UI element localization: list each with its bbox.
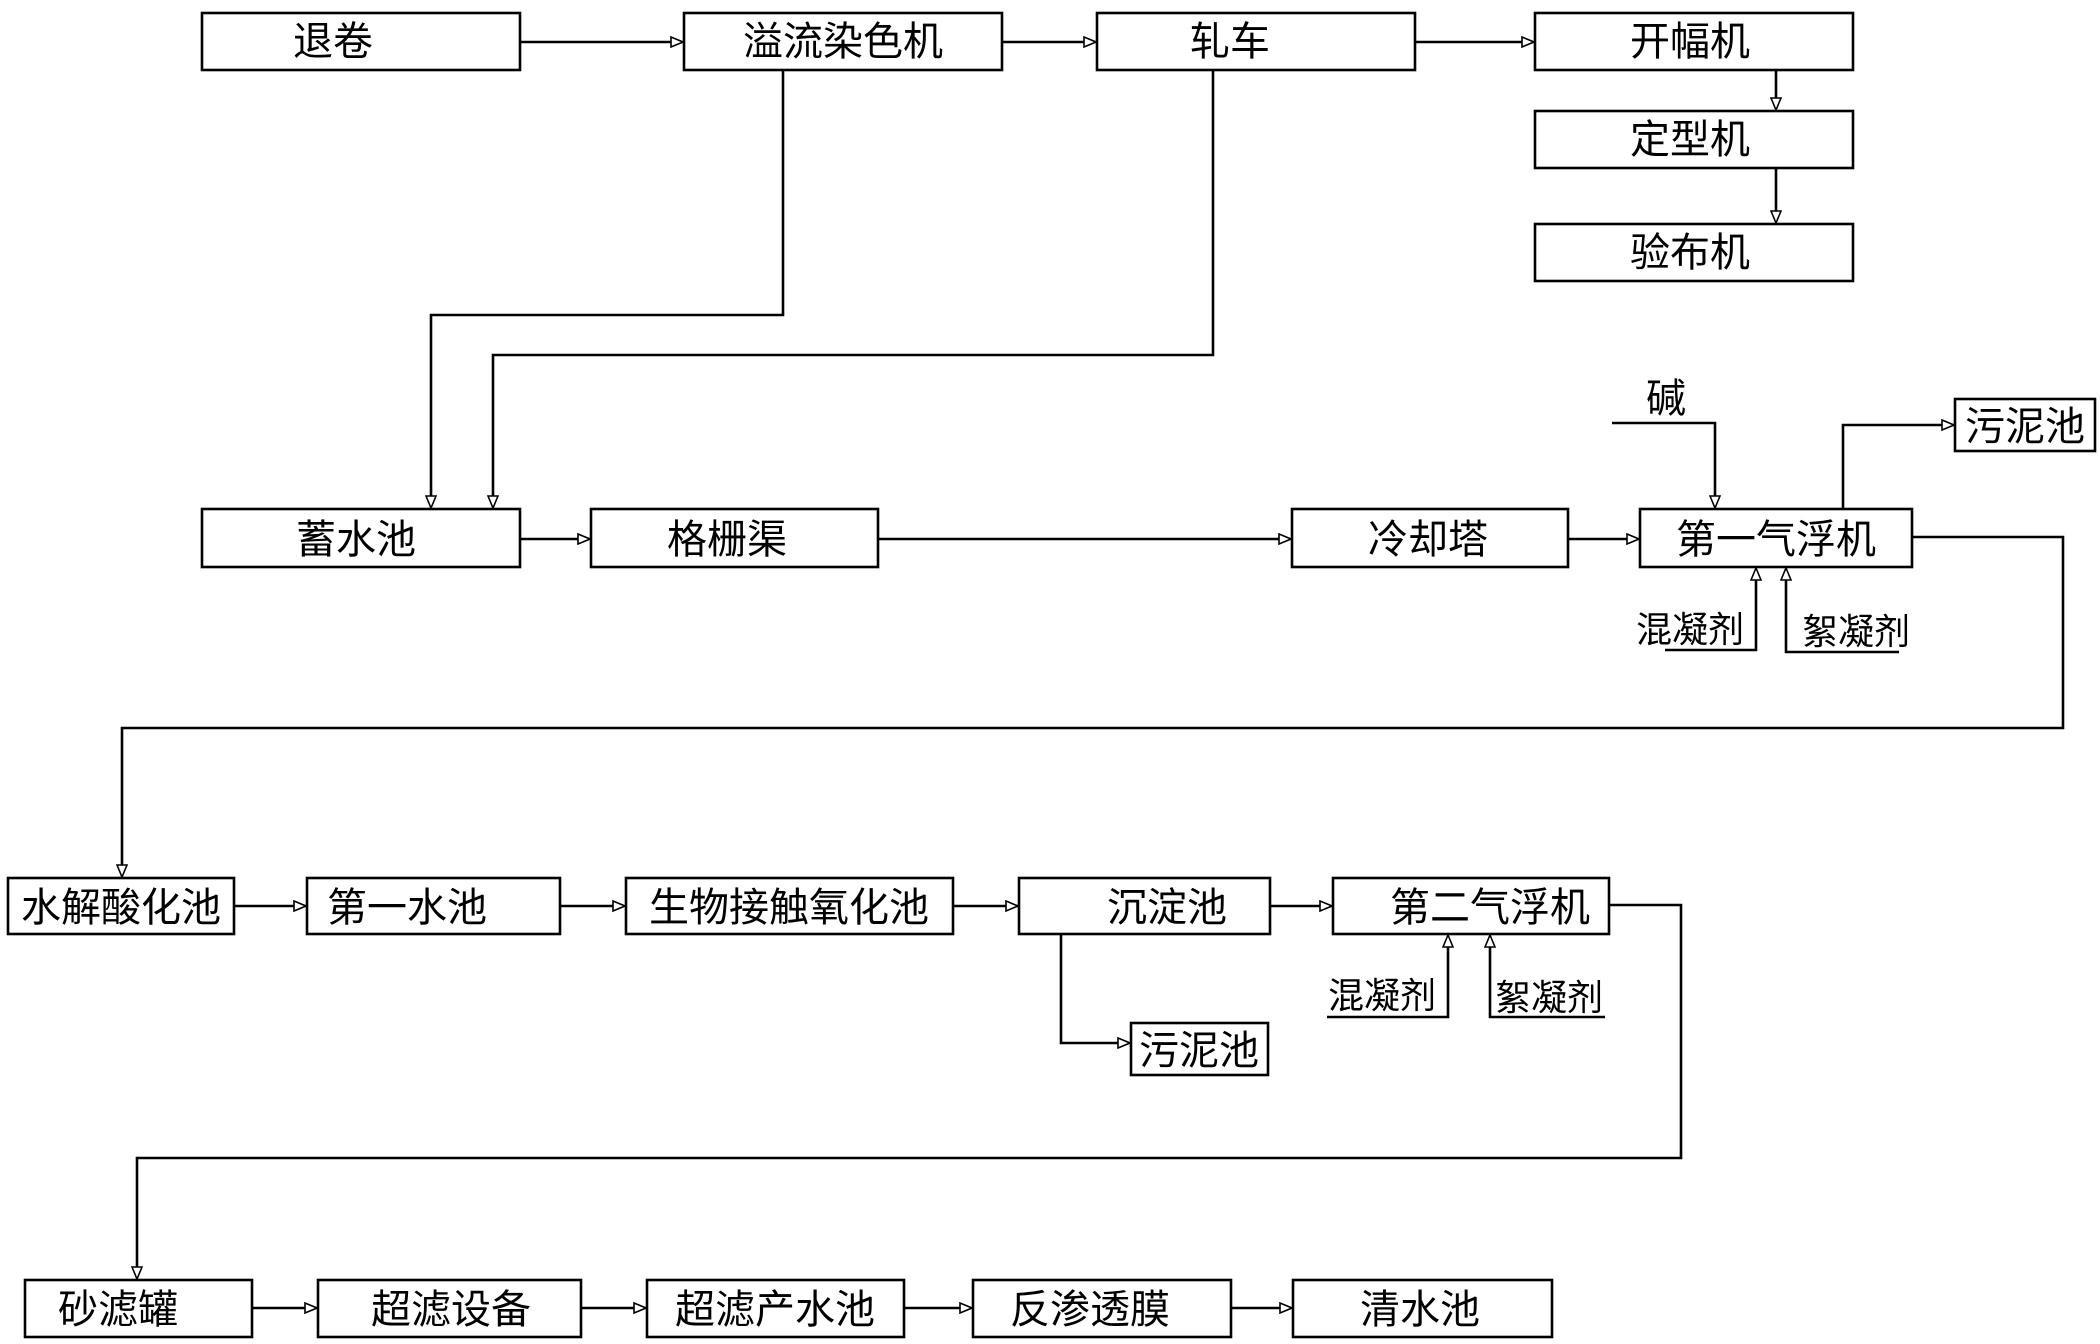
wastewater-dyeing-to-storage xyxy=(431,70,785,507)
node-clear-pool-label: 清水池 xyxy=(1360,1287,1480,1333)
node-second-flotation: 第二气浮机 xyxy=(1331,876,1611,936)
node-second-flotation-label: 第二气浮机 xyxy=(1390,885,1590,931)
node-uf-equipment-label: 超滤设备 xyxy=(371,1287,531,1333)
node-bio-contact: 生物接触氧化池 xyxy=(624,876,955,936)
node-overflow-dyeing: 溢流染色机 xyxy=(682,11,1004,72)
node-grid-channel: 格栅渠 xyxy=(589,507,880,569)
node-sludge-pool-2-label: 污泥池 xyxy=(1139,1028,1259,1074)
node-overflow-dyeing-label: 溢流染色机 xyxy=(743,19,943,65)
node-sedimentation: 沉淀池 xyxy=(1017,876,1272,936)
node-sludge-pool-1-label: 污泥池 xyxy=(1965,404,2085,450)
node-first-flotation-label: 第一气浮机 xyxy=(1676,517,1876,563)
node-padder-label: 轧车 xyxy=(1190,19,1270,65)
node-clear-pool: 清水池 xyxy=(1291,1278,1554,1339)
flow-flotation1-to-hydrolysis xyxy=(122,535,2065,876)
flocculant-feed-2 xyxy=(1490,936,1605,1019)
flocculant-feed-1 xyxy=(1786,569,1899,654)
flocculant-label-2: 絮凝剂 xyxy=(1495,978,1603,1019)
sludge-line-1 xyxy=(1841,425,1953,509)
node-bio-contact-label: 生物接触氧化池 xyxy=(649,885,929,931)
node-ro-membrane: 反渗透膜 xyxy=(971,1278,1233,1339)
flow-flotation2-to-sand-filter xyxy=(137,903,1683,1278)
node-inspection: 验布机 xyxy=(1533,222,1855,283)
node-cooling-tower: 冷却塔 xyxy=(1290,507,1570,569)
alkali-feed-line xyxy=(1612,421,1715,507)
node-unwind-label: 退卷 xyxy=(293,19,373,65)
node-storage-pool: 蓄水池 xyxy=(200,507,522,569)
node-opener: 开幅机 xyxy=(1533,11,1855,72)
sludge-line-2 xyxy=(1059,934,1129,1043)
node-uf-equipment: 超滤设备 xyxy=(316,1278,583,1339)
node-first-flotation: 第一气浮机 xyxy=(1638,507,1914,569)
node-padder: 轧车 xyxy=(1095,11,1417,72)
node-sludge-pool-1: 污泥池 xyxy=(1953,397,2097,453)
coagulant-feed-1 xyxy=(1665,569,1756,652)
node-ro-membrane-label: 反渗透膜 xyxy=(1010,1287,1170,1333)
node-setting-machine: 定型机 xyxy=(1533,109,1855,170)
node-sedimentation-label: 沉淀池 xyxy=(1107,885,1227,931)
flocculant-label-1: 絮凝剂 xyxy=(1802,612,1910,653)
node-cooling-tower-label: 冷却塔 xyxy=(1368,517,1488,563)
node-sand-filter-label: 砂滤罐 xyxy=(58,1287,178,1333)
node-sand-filter: 砂滤罐 xyxy=(23,1278,254,1339)
node-uf-water-pool: 超滤产水池 xyxy=(645,1278,906,1339)
alkali-label: 碱 xyxy=(1646,376,1686,422)
node-hydrolysis-pool: 水解酸化池 xyxy=(6,876,236,936)
wastewater-padder-to-storage xyxy=(493,70,1215,507)
node-first-pool: 第一水池 xyxy=(305,876,562,936)
coagulant-label-2: 混凝剂 xyxy=(1328,976,1436,1017)
node-inspection-label: 验布机 xyxy=(1630,230,1750,276)
node-hydrolysis-pool-label: 水解酸化池 xyxy=(21,885,221,931)
node-setting-machine-label: 定型机 xyxy=(1630,117,1750,163)
node-first-pool-label: 第一水池 xyxy=(327,885,487,931)
node-sludge-pool-2: 污泥池 xyxy=(1129,1021,1270,1077)
coagulant-feed-2 xyxy=(1327,936,1448,1019)
node-storage-pool-label: 蓄水池 xyxy=(296,517,416,563)
node-uf-water-pool-label: 超滤产水池 xyxy=(675,1287,875,1333)
node-opener-label: 开幅机 xyxy=(1630,19,1750,65)
node-grid-channel-label: 格栅渠 xyxy=(667,517,787,563)
coagulant-label-1: 混凝剂 xyxy=(1636,610,1744,651)
node-unwind: 退卷 xyxy=(200,11,522,72)
